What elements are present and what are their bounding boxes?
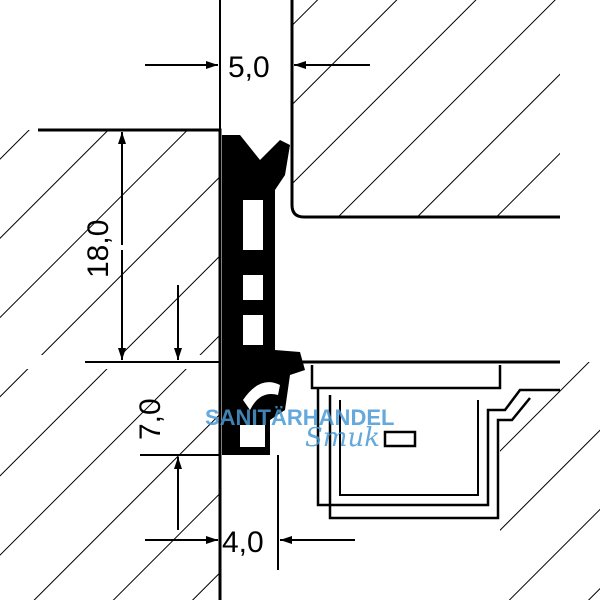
dimension-gap-top xyxy=(145,0,370,130)
dimension-height-total xyxy=(85,132,220,363)
dimension-label-height-total: 18,0 xyxy=(82,220,115,278)
watermark-line2: Smuk xyxy=(305,423,380,453)
seal-profile xyxy=(222,135,305,455)
watermark-line1: SANITÄRHANDEL xyxy=(205,405,395,430)
left-wall xyxy=(0,128,222,600)
upper-right-block xyxy=(290,0,560,219)
dimension-height-lower xyxy=(140,285,220,530)
watermark-logo: SANITÄRHANDEL Smuk xyxy=(205,405,405,453)
dimension-label-height-lower: 7,0 xyxy=(134,398,167,440)
lower-right-frame xyxy=(300,360,600,600)
dimension-label-gap-bottom: 4,0 xyxy=(222,526,264,559)
dimension-gap-bottom xyxy=(145,455,355,570)
dimension-label-gap-top: 5,0 xyxy=(228,51,270,84)
